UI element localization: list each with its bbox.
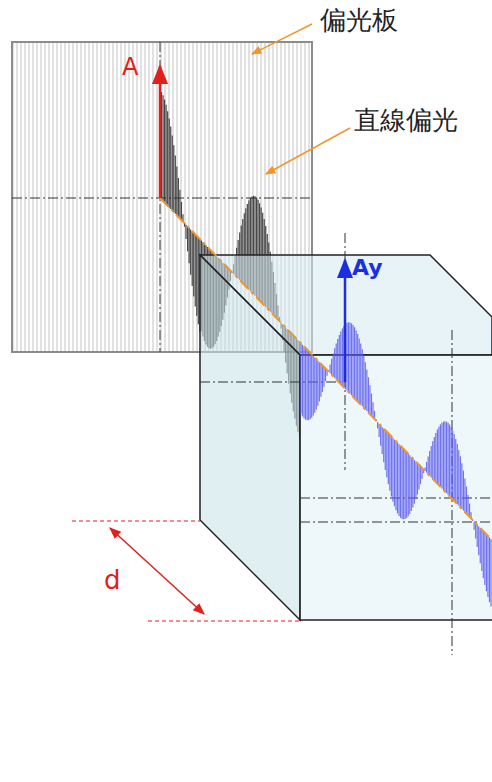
amplitude-arrow <box>344 260 347 382</box>
leader-line <box>266 128 350 174</box>
dimension-arrow <box>110 528 204 614</box>
center-line <box>345 233 346 470</box>
amplitude-label: A <box>122 54 138 80</box>
amplitude-label: Ay <box>352 256 383 280</box>
center-line <box>452 330 453 655</box>
wave-blue <box>301 322 491 606</box>
propagation-axis <box>160 198 492 540</box>
leader-line <box>252 24 312 54</box>
center-line <box>160 42 161 352</box>
dimension-line <box>148 621 300 622</box>
part-label: 直線偏光 <box>354 106 458 135</box>
part-label: 偏光板 <box>320 6 398 35</box>
amplitude-arrow <box>159 66 162 198</box>
crystal-front <box>300 355 492 620</box>
dimension-line <box>72 521 200 522</box>
center-line <box>300 522 492 523</box>
center-line <box>200 382 345 383</box>
crystal-side <box>200 255 300 620</box>
dimension-label: d <box>104 566 121 595</box>
